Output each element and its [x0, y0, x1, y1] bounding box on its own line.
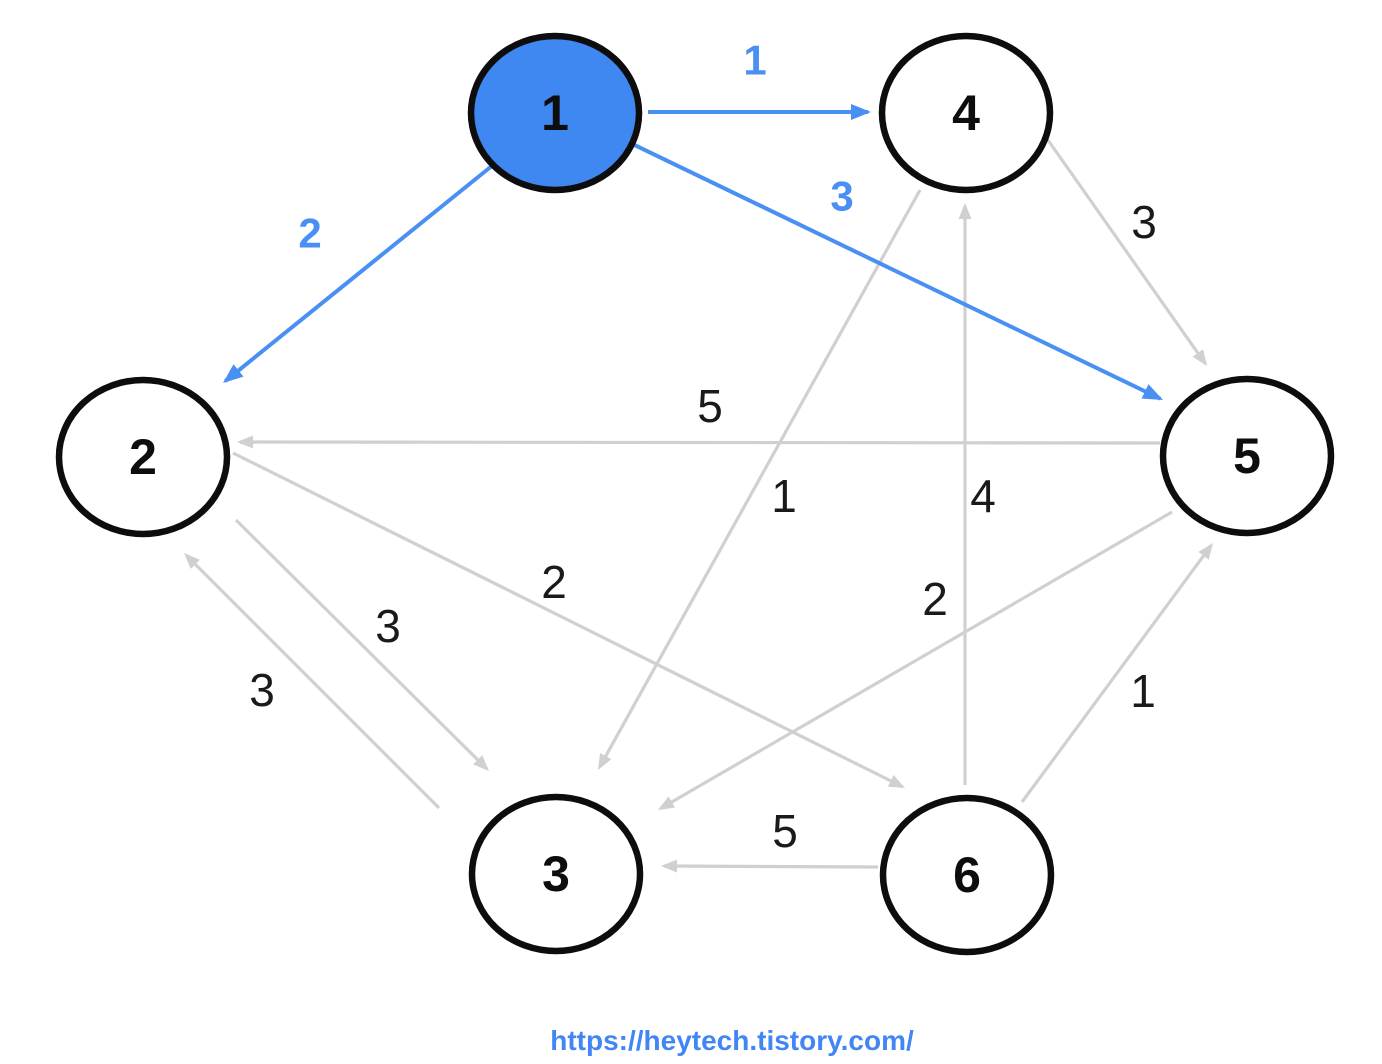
node-1-circle — [467, 32, 643, 194]
edge-4-to-5 — [1041, 132, 1208, 366]
node-6-label: 6 — [953, 847, 981, 903]
gray-edges-layer — [184, 132, 1214, 873]
edge-2-to-3 — [234, 518, 489, 771]
edge-2-to-6 — [232, 451, 906, 789]
edge-weight-1-to-4: 1 — [743, 37, 766, 84]
node-5-circle — [1159, 375, 1335, 537]
edge-1-to-5 — [619, 136, 1164, 401]
edge-weight-4-to-5: 3 — [1131, 196, 1157, 248]
edge-weight-5-to-3: 2 — [922, 573, 948, 625]
edge-weight-2-to-3: 3 — [375, 600, 401, 652]
node-3-label: 3 — [542, 846, 570, 902]
edge-3-to-2 — [184, 553, 441, 810]
edge-1-to-2 — [223, 163, 495, 383]
edge-weight-5-to-2: 5 — [697, 380, 723, 432]
graph-node-1-highlighted: 1 — [467, 32, 643, 194]
node-3-circle — [468, 793, 644, 955]
footer-url-link[interactable]: https://heytech.tistory.com/ — [550, 1025, 914, 1056]
graph-node-2: 2 — [55, 376, 231, 538]
node-4-circle — [878, 32, 1054, 194]
highlighted-edges-layer — [223, 104, 1164, 401]
node-5-label: 5 — [1233, 428, 1261, 484]
edge-weight-2-to-6: 2 — [541, 556, 567, 608]
node-2-label: 2 — [129, 429, 157, 485]
node-6-circle — [879, 794, 1055, 956]
edge-4-to-3 — [598, 189, 922, 770]
edge-5-to-3 — [657, 510, 1173, 811]
node-4-label: 4 — [952, 85, 980, 141]
edge-weight-4-to-3: 1 — [771, 470, 797, 522]
edge-weight-6-to-3: 5 — [772, 805, 798, 857]
graph-node-6: 6 — [879, 794, 1055, 956]
edge-6-to-3 — [660, 859, 879, 873]
edge-weight-1-to-5: 3 — [830, 173, 853, 220]
edge-weight-6-to-4: 4 — [970, 470, 996, 522]
graph-node-3: 3 — [468, 793, 644, 955]
nodes-layer: 1 2 3 4 5 6 — [55, 32, 1335, 956]
edge-weight-3-to-2: 3 — [249, 664, 275, 716]
node-2-circle — [55, 376, 231, 538]
edge-weight-1-to-2: 2 — [298, 210, 321, 257]
node-1-label: 1 — [541, 85, 569, 141]
edge-5-to-2 — [237, 435, 1161, 449]
graph-node-4: 4 — [878, 32, 1054, 194]
edge-weight-6-to-5: 1 — [1130, 665, 1156, 717]
edge-6-to-5 — [1020, 543, 1214, 803]
graph-node-5: 5 — [1159, 375, 1335, 537]
